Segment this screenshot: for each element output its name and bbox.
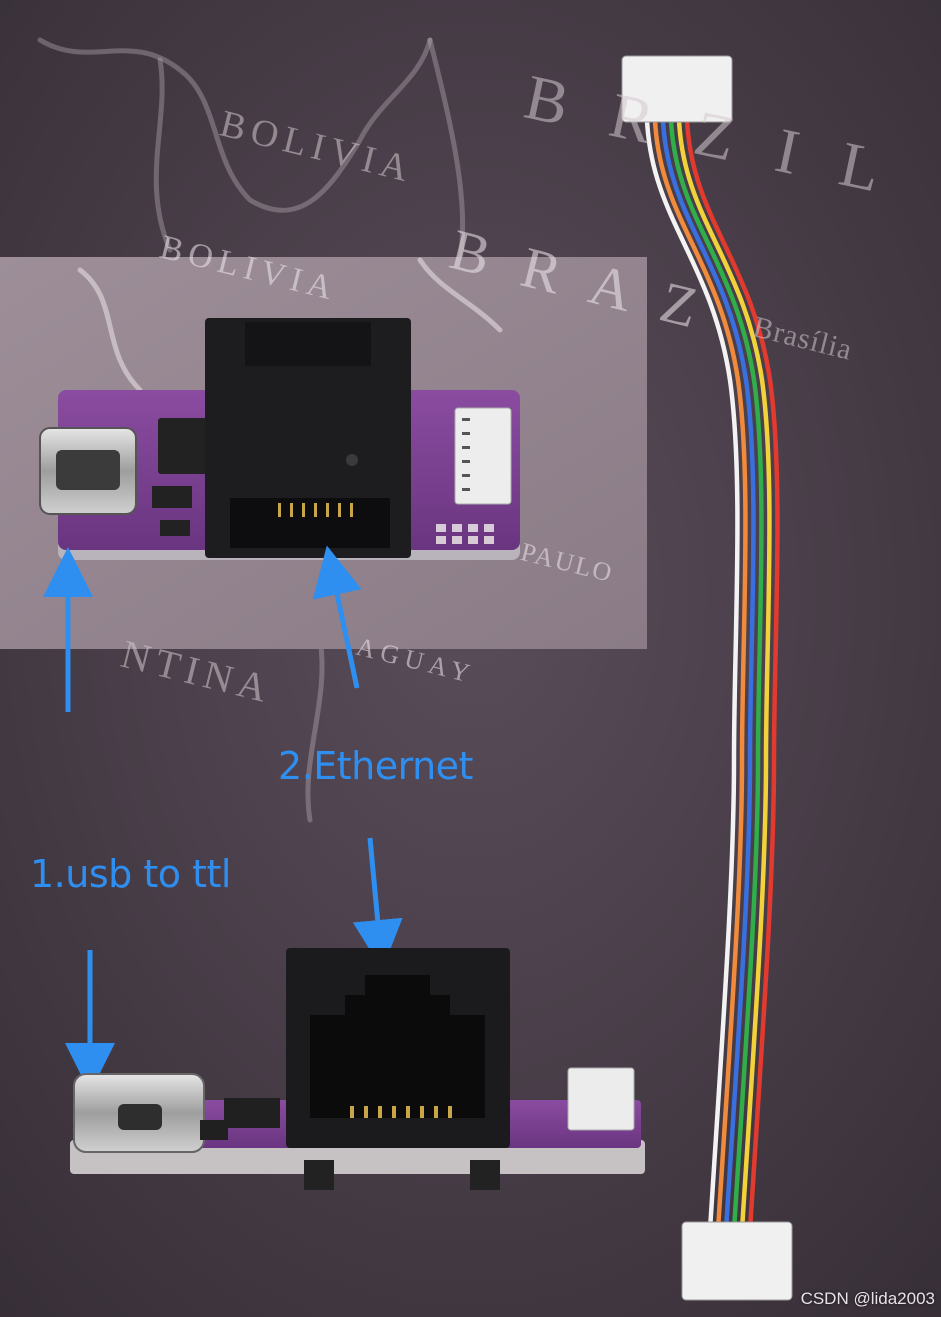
arrow-ethernet-inset	[312, 545, 362, 689]
watermark: CSDN @lida2003	[800, 1289, 935, 1308]
board-chip	[224, 1098, 280, 1128]
map-borders	[37, 37, 466, 823]
annotation-usb-to-ttl: 1.usb to ttl	[30, 852, 231, 896]
annotation-ethernet: 2.Ethernet	[278, 744, 473, 788]
jst-cable	[644, 117, 780, 1233]
jst-plug-bottom	[681, 1221, 793, 1301]
inset-chip	[158, 418, 212, 474]
main-board	[70, 948, 645, 1190]
jst-plug-top	[621, 55, 733, 123]
board-jst-connector	[567, 1067, 635, 1131]
inset-pcb-board	[39, 318, 520, 560]
arrow-ethernet-board	[352, 837, 403, 970]
